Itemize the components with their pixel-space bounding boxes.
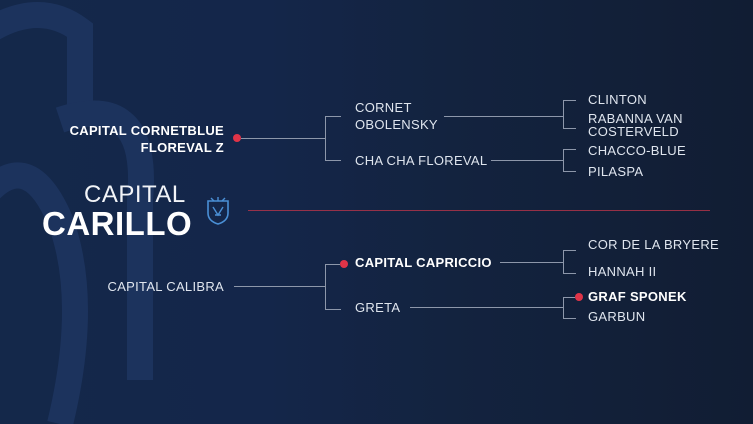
dam-dam-bracket-top	[563, 297, 575, 298]
sire-bracket-top	[325, 116, 341, 117]
sire-sire-bracket-top	[563, 100, 576, 101]
sire-name-line2: FLOREVAL Z	[140, 140, 224, 155]
dam-sire-bracket	[563, 250, 564, 273]
dam-dam-connector	[410, 307, 563, 308]
dam-dam-name: GRETA	[355, 300, 401, 315]
sire-dam-sire-name: CHACCO-BLUE	[588, 143, 686, 158]
sire-marker	[233, 134, 241, 142]
dam-sire-stub	[325, 264, 340, 265]
dam-sire-connector	[500, 262, 563, 263]
dam-sire-dam-name: HANNAH II	[588, 264, 657, 279]
sire-dam-dam-name: PILASPA	[588, 164, 644, 179]
sire-sire-sire-name: CLINTON	[588, 92, 647, 107]
dam-dam-bracket	[563, 297, 564, 318]
sire-sire-connector	[444, 116, 563, 117]
sire-sire-name-line2: OBOLENSKY	[355, 117, 438, 132]
sire-sire-dam-name-line1: RABANNA VAN	[588, 111, 683, 126]
subject-name-line1: CAPITAL	[84, 181, 186, 208]
sire-dam-connector	[491, 160, 563, 161]
sire-name-line1: CAPITAL CORNETBLUE	[69, 123, 224, 138]
sire-bracket-bottom	[325, 160, 341, 161]
dam-sire-marker	[340, 260, 348, 268]
dam-bracket-bottom	[325, 309, 341, 310]
dam-dam-sire-marker	[575, 293, 583, 301]
dam-sire-bracket-top	[563, 250, 576, 251]
sire-dam-bracket-bottom	[563, 171, 576, 172]
sire-sire-bracket-bottom	[563, 128, 576, 129]
sire-dam-bracket-top	[563, 149, 576, 150]
sire-sire-bracket	[563, 100, 564, 128]
subject-name-line2: CARILLO	[42, 205, 193, 242]
dam-dam-bracket-bottom	[563, 318, 576, 319]
sire-sire-name-line1: CORNET	[355, 100, 412, 115]
sire-dam-name: CHA CHA FLOREVAL	[355, 153, 488, 168]
sire-sire-dam-name-line2: COSTERVELD	[588, 124, 679, 139]
dam-connector	[234, 286, 325, 287]
dam-name: CAPITAL CALIBRA	[107, 279, 224, 294]
sire-connector	[241, 138, 325, 139]
dam-sire-bracket-bottom	[563, 273, 576, 274]
sire-dam-bracket	[563, 149, 564, 171]
dam-sire-name: CAPITAL CAPRICCIO	[355, 255, 492, 270]
dam-sire-sire-name: COR DE LA BRYERE	[588, 237, 719, 252]
center-divider	[248, 210, 710, 211]
sire-bracket	[325, 116, 326, 160]
dam-bracket	[325, 264, 326, 309]
shield-crest-icon	[207, 197, 229, 225]
dam-dam-dam-name: GARBUN	[588, 309, 646, 324]
dam-dam-sire-name: GRAF SPONEK	[588, 289, 687, 304]
